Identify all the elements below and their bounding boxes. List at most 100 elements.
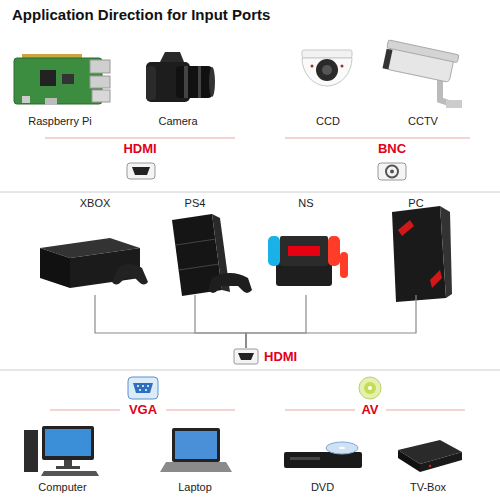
computer-image — [41, 471, 99, 476]
vga-icon — [128, 377, 158, 399]
laptop-image — [172, 428, 220, 462]
decor-line — [0, 370, 500, 371]
switch-image — [328, 236, 340, 266]
dvd-player-image — [290, 457, 320, 460]
ps4-image — [172, 214, 252, 296]
dvd-player-image — [284, 452, 362, 468]
port-label: BNC — [378, 141, 406, 157]
pc-tower-image — [430, 270, 442, 288]
device-item: PC — [382, 197, 450, 295]
port-item: HDMI — [112, 141, 168, 183]
port-label: VGA — [129, 402, 157, 418]
dvd-player-image — [339, 447, 345, 449]
port-item: BNC — [364, 141, 420, 183]
device-label: Camera — [158, 115, 197, 128]
device-label: Computer — [38, 481, 86, 494]
device-label: Laptop — [178, 481, 212, 494]
device-label: CCD — [316, 115, 340, 128]
device-item: Computer — [15, 420, 110, 494]
port-label: HDMI — [123, 141, 156, 157]
camera-image — [184, 66, 188, 98]
hdmi-icon — [238, 353, 254, 360]
connector-group — [95, 295, 416, 348]
tv-box-image — [398, 450, 420, 472]
switch-image — [340, 252, 348, 278]
bullet-camera-image — [382, 40, 462, 108]
av-icon — [359, 377, 381, 399]
hdmi-icon — [132, 167, 150, 175]
raspberry-pi-image — [90, 60, 110, 73]
pc-tower-image — [392, 206, 446, 302]
device-label: CCTV — [408, 115, 438, 128]
hdmi-icon — [234, 349, 258, 364]
computer-image — [42, 426, 94, 460]
computer-image — [24, 426, 99, 476]
bullet-camera-image — [382, 49, 392, 70]
decor-line — [386, 409, 465, 411]
computer-image — [45, 429, 91, 456]
dome-camera-image — [341, 65, 344, 68]
hdmi-icon — [127, 163, 155, 179]
port-item: HDMI — [234, 348, 306, 365]
vga-icon — [133, 383, 153, 393]
decor-line — [285, 137, 470, 139]
av-icon — [368, 386, 372, 390]
device-label: NS — [298, 197, 313, 210]
computer-image — [64, 460, 72, 466]
connector-line — [195, 295, 246, 348]
decor-line — [285, 409, 355, 411]
decor-line — [50, 409, 120, 411]
bnc-icon — [378, 163, 406, 180]
port-label: AV — [361, 402, 378, 418]
laptop-image — [175, 431, 217, 459]
dome-camera-image — [316, 59, 338, 81]
bnc-icon — [386, 166, 398, 178]
raspberry-pi-image — [22, 96, 30, 103]
device-item: PS4 — [158, 197, 232, 295]
bullet-camera-image — [446, 100, 462, 108]
tv-box-image — [398, 440, 462, 472]
bullet-camera-image — [382, 40, 458, 83]
connector-line — [95, 295, 246, 348]
switch-image — [280, 236, 328, 266]
tv-box-image — [420, 452, 462, 472]
vga-icon — [137, 385, 139, 387]
device-item: NS — [262, 197, 350, 295]
decor-line — [166, 409, 235, 411]
decor-line — [0, 192, 500, 193]
pc-tower-image — [392, 206, 452, 302]
diagram-title: Application Direction for Input Ports — [12, 6, 270, 23]
laptop-image — [160, 428, 232, 472]
av-icon — [364, 382, 376, 394]
hdmi-icon — [234, 349, 258, 364]
device-label: TV-Box — [410, 481, 446, 494]
tv-box-image — [429, 465, 431, 467]
xbox-image — [40, 238, 148, 288]
bnc-icon — [390, 170, 394, 174]
device-item: CCD — [290, 40, 366, 128]
switch-image — [268, 236, 280, 266]
port-item: AV — [342, 374, 398, 418]
vga-icon — [147, 385, 149, 387]
raspberry-pi-image — [62, 74, 74, 84]
dome-camera-image — [311, 65, 314, 68]
device-item: Laptop — [150, 420, 240, 494]
dome-camera-image — [302, 50, 352, 86]
computer-image — [24, 430, 38, 472]
vga-icon — [139, 389, 141, 391]
computer-image — [56, 466, 80, 469]
av-icon — [359, 377, 381, 399]
ps4-image — [176, 239, 216, 245]
device-label: PC — [408, 197, 423, 210]
dvd-player-image — [284, 442, 362, 468]
device-item: Camera — [140, 40, 216, 128]
raspberry-pi-image — [92, 90, 110, 102]
decor-line — [0, 138, 500, 410]
raspberry-pi-image — [45, 98, 57, 105]
ps4-image — [208, 273, 252, 293]
vga-icon — [128, 377, 158, 399]
pc-tower-image — [440, 206, 452, 298]
bullet-camera-image — [387, 40, 459, 63]
camera-image — [176, 66, 212, 98]
port-item: VGA — [115, 374, 171, 418]
